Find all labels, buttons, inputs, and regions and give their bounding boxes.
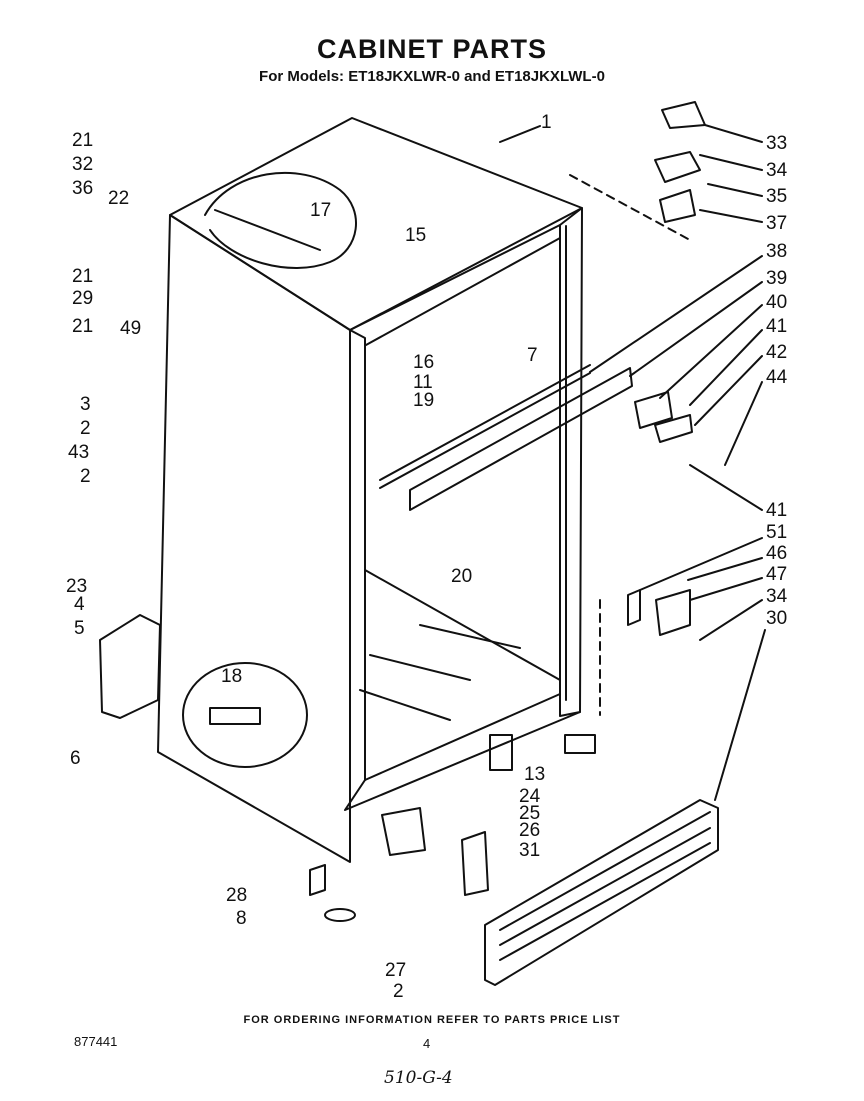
callout-label: 24: [519, 786, 541, 807]
callout-label: 4: [74, 594, 85, 615]
callout-label: 30: [766, 608, 788, 629]
callout-label: 34: [766, 160, 788, 181]
callout-label: 2: [80, 466, 91, 487]
callout-label: 23: [66, 576, 88, 597]
callout-label: 13: [524, 764, 546, 785]
callout-label: 17: [310, 200, 332, 221]
callout-label: 20: [451, 566, 473, 587]
toe-grille: [484, 799, 719, 986]
callout-label: 31: [519, 840, 541, 861]
callout-label: 46: [766, 543, 788, 564]
callout-label: 15: [405, 225, 427, 246]
callout-label: 18: [221, 666, 243, 687]
callout-label: 51: [766, 522, 788, 543]
callout-label: 28: [226, 885, 248, 906]
callout-label: 3: [80, 394, 91, 415]
callout-label: 49: [120, 318, 142, 339]
cabinet-body: [157, 117, 583, 863]
callout-label: 21: [72, 266, 94, 287]
top-hinge: [654, 151, 701, 183]
callout-label: 25: [519, 803, 541, 824]
callout-label: 21: [72, 130, 94, 151]
callout-label: 16: [413, 352, 435, 373]
callout-label: 2: [393, 981, 404, 1002]
callout-label: 11: [413, 372, 433, 393]
callout-label: 26: [519, 820, 541, 841]
handwritten-note: 510-G-4: [384, 1068, 453, 1088]
callout-label: 27: [385, 960, 407, 981]
callout-label: 42: [766, 342, 788, 363]
callout-label: 44: [766, 367, 788, 388]
callout-label: 34: [766, 586, 788, 607]
document-number: 877441: [74, 1034, 118, 1049]
hinge-shim: [659, 189, 696, 223]
callout-label: 19: [413, 390, 435, 411]
callout-label: 1: [541, 112, 552, 133]
callout-label: 35: [766, 186, 788, 207]
hinge-cover: [661, 101, 706, 129]
callout-label: 36: [72, 178, 94, 199]
callout-label: 8: [236, 908, 247, 929]
callout-label: 21: [72, 316, 94, 337]
cross-brace: [409, 367, 633, 511]
callout-label: 2: [80, 418, 91, 439]
callout-label: 29: [72, 288, 94, 309]
callout-label: 7: [527, 345, 538, 366]
callout-label: 40: [766, 292, 788, 313]
ordering-note: FOR ORDERING INFORMATION REFER TO PARTS …: [243, 1014, 621, 1026]
callout-label: 38: [766, 241, 788, 262]
callout-label: 32: [72, 154, 94, 175]
inset-detail-18: [182, 662, 308, 768]
callout-label: 41: [766, 316, 788, 337]
callout-label: 22: [108, 188, 130, 209]
wire-harness: [204, 171, 357, 269]
model-subtitle: For Models: ET18JKXLWR-0 and ET18JKXLWL-…: [259, 68, 605, 85]
callout-label: 47: [766, 564, 788, 585]
rear-panel: [99, 614, 161, 719]
callout-label: 43: [68, 442, 90, 463]
callout-label: 41: [766, 500, 788, 521]
callout-label: 37: [766, 213, 788, 234]
page-title: CABINET PARTS: [316, 34, 547, 64]
callout-label: 5: [74, 618, 85, 639]
callout-label: 33: [766, 133, 788, 154]
callout-label: 6: [70, 748, 81, 769]
callout-label: 39: [766, 268, 788, 289]
page-number: 4: [423, 1036, 431, 1051]
